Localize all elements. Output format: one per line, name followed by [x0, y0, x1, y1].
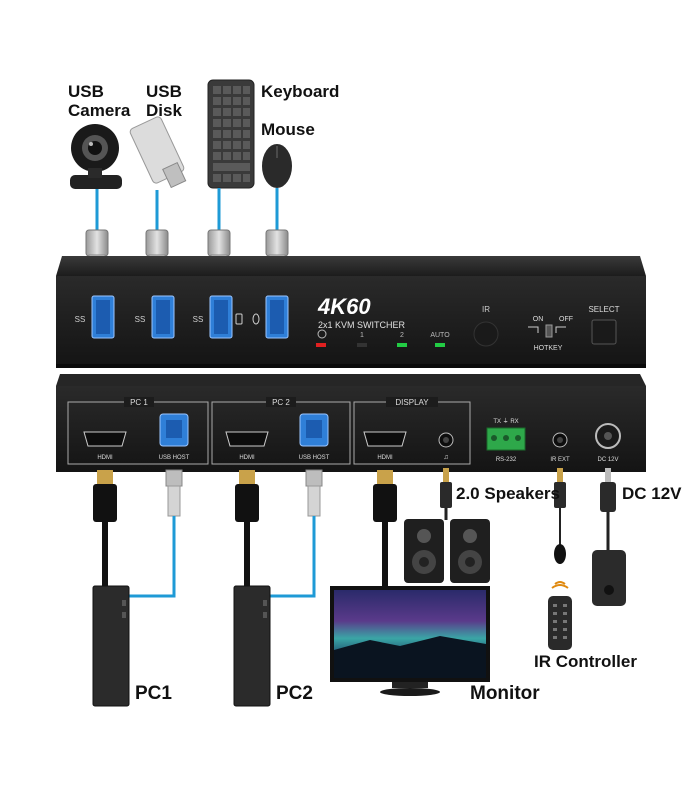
speaker-right-icon [450, 519, 490, 583]
off-label: OFF [559, 316, 573, 323]
speaker-left-icon [404, 519, 444, 583]
front-usb-port-4 [265, 295, 289, 339]
hdmi-label-pc1: HDMI [97, 455, 113, 461]
speakers-label: 2.0 Speakers [456, 484, 560, 503]
select-button[interactable] [591, 319, 617, 345]
usb-host-label-pc2: USB HOST [299, 455, 330, 461]
hdmi-cables [93, 470, 397, 590]
front-subtitle: 2x1 KVM SWITCHER [318, 320, 406, 330]
led-1 [357, 343, 367, 347]
front-title: 4K60 [317, 294, 371, 319]
pc2-label: PC2 [276, 683, 313, 704]
led-label-2: 2 [400, 332, 404, 339]
ir-signal-icon [551, 581, 569, 589]
mouse-mark-icon [252, 313, 260, 325]
dc12-label: DC 12V [597, 457, 618, 463]
led-2 [397, 343, 407, 347]
usb-camera-label-line1: USB [68, 82, 104, 101]
pc1-group-label: PC 1 [130, 398, 148, 407]
monitor-label: Monitor [470, 683, 540, 704]
front-usb-port-3 [209, 295, 233, 339]
hdmi-plug-pc2 [235, 484, 259, 522]
ir-ext-cable [554, 468, 566, 564]
select-label: SELECT [588, 305, 619, 314]
usb-b-plug-pc1 [165, 469, 183, 487]
usb-mark-1: SS [75, 315, 86, 324]
usb-mark-2: SS [135, 315, 146, 324]
mouse-icon [262, 144, 292, 188]
usb-b-port-pc2 [299, 413, 329, 447]
on-label: ON [533, 316, 544, 323]
kvm-front-unit: SS SS SS 4K60 2x1 KVM SWITCHER 1 2 AUTO … [56, 256, 646, 368]
keyboard-label: Keyboard [261, 82, 340, 101]
dc-cable [600, 468, 616, 552]
top-cables [95, 188, 279, 232]
hdmi-plug-tip-pc1 [97, 470, 113, 484]
front-usb-port-2 [151, 295, 175, 339]
keyboard-icon [207, 79, 255, 189]
led-label-1: 1 [360, 332, 364, 339]
headphone-icon: ♫ [443, 454, 448, 461]
usb-disk-icon [129, 116, 187, 189]
hdmi-port-pc2 [225, 431, 269, 447]
ir-ext-label: IR EXT [550, 457, 570, 463]
ir-remote-icon [548, 581, 572, 650]
usb-disk-label-line2: Disk [146, 101, 182, 120]
usb-b-plug-pc2 [305, 469, 323, 487]
usb-camera-icon [70, 124, 122, 189]
ir-label: IR [482, 305, 490, 314]
usb-b-cables [128, 469, 323, 598]
keyboard-mark-icon [235, 313, 243, 325]
led-auto [435, 343, 445, 347]
hdmi-label-display: HDMI [377, 455, 393, 461]
power-adapter-icon [592, 550, 626, 606]
hdmi-plug-display [373, 484, 397, 522]
kvm-rear-unit: PC 1 PC 2 DISPLAY HDMI HDMI HDMI USB HOS… [56, 374, 646, 472]
pc1-label: PC1 [135, 683, 172, 704]
usb-host-label-pc1: USB HOST [159, 455, 190, 461]
hdmi-port-pc1 [83, 431, 127, 447]
pc1-device-icon [92, 585, 130, 707]
ir-controller-label: IR Controller [534, 652, 637, 671]
hdmi-plug-pc1 [93, 484, 117, 522]
usb-camera-label-line2: Camera [68, 101, 131, 120]
txrx-label: TX ⏚ RX [493, 418, 518, 425]
dc-label: DC 12V [622, 484, 682, 503]
monitor-icon [330, 586, 490, 696]
mouse-label: Mouse [261, 120, 315, 139]
front-usb-port-1 [91, 295, 115, 339]
hdmi-label-pc2: HDMI [239, 455, 255, 461]
rs232-label: RS-232 [496, 457, 517, 463]
led-power [316, 343, 326, 347]
hdmi-plug-tip-display [377, 470, 393, 484]
display-group-label: DISPLAY [395, 398, 429, 407]
audio-cable [440, 468, 452, 520]
usb-mark-3: SS [193, 315, 204, 324]
usb-b-port-pc1 [159, 413, 189, 447]
usb-disk-label-line1: USB [146, 82, 182, 101]
pc2-device-icon [233, 585, 271, 707]
hdmi-plug-tip-pc2 [239, 470, 255, 484]
power-icon [317, 329, 327, 339]
hotkey-switch[interactable] [545, 324, 553, 338]
hotkey-label: HOTKEY [534, 345, 563, 352]
led-label-auto: AUTO [430, 332, 450, 339]
pc2-group-label: PC 2 [272, 398, 290, 407]
ir-receiver-icon [473, 321, 499, 347]
hdmi-port-display [363, 431, 407, 447]
